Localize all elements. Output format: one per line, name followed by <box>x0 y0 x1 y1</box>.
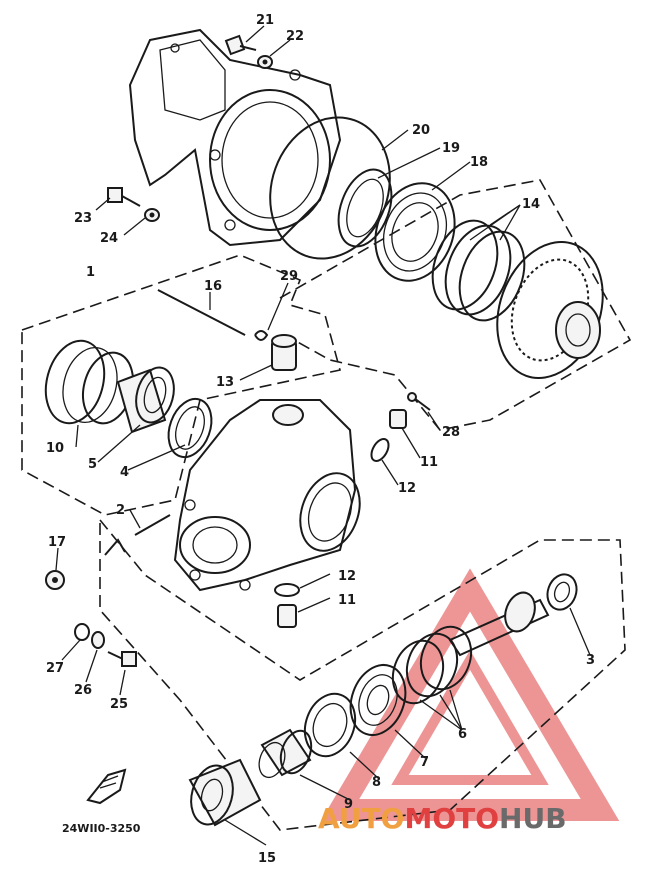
callout-23: 23 <box>74 211 92 226</box>
washer-22 <box>257 55 273 69</box>
callout-21: 21 <box>256 13 274 28</box>
cover-housing <box>128 28 342 247</box>
assembly-outline-1 <box>21 254 341 516</box>
callout-17: 17 <box>48 535 66 550</box>
callout-5: 5 <box>88 457 97 472</box>
coupling-15 <box>188 758 262 827</box>
ring-gear <box>496 241 604 379</box>
watermark-hub: HUB <box>499 802 567 835</box>
callout-12-lower: 12 <box>338 569 356 584</box>
washer-24 <box>144 208 160 222</box>
callout-3: 3 <box>586 653 595 668</box>
callout-18: 18 <box>470 155 488 170</box>
bolt-25 <box>107 651 137 667</box>
nut-17 <box>45 538 126 590</box>
callout-27: 27 <box>46 661 64 676</box>
washer-27 <box>74 623 90 641</box>
callout-8: 8 <box>372 775 381 790</box>
bearing-7 <box>349 664 407 736</box>
callout-7: 7 <box>420 755 429 770</box>
clip-29 <box>254 330 269 341</box>
shaft-16 <box>157 289 246 336</box>
callout-2: 2 <box>116 503 125 518</box>
callout-15: 15 <box>258 851 276 866</box>
bearing-3 <box>546 573 578 611</box>
bolt-23 <box>107 187 141 207</box>
callout-29: 29 <box>280 269 298 284</box>
oil-seal-19 <box>337 168 393 248</box>
plug-11-upper <box>389 409 407 429</box>
callout-10: 10 <box>46 441 64 456</box>
callout-1: 1 <box>86 265 95 280</box>
bolt-21 <box>224 34 257 56</box>
callout-4: 4 <box>120 465 129 480</box>
callout-9: 9 <box>344 797 353 812</box>
callout-26: 26 <box>74 683 92 698</box>
gasket-12-lower <box>274 583 300 597</box>
shims-6 <box>391 625 473 705</box>
bearing-18 <box>374 182 456 282</box>
oil-seal-4 <box>167 397 213 459</box>
washer-26 <box>91 631 105 649</box>
assembly-outline-14 <box>279 179 632 431</box>
diagram-code: 24WII0-3250 <box>62 822 141 835</box>
callout-11-lower: 11 <box>338 593 356 608</box>
watermark-text: AUTOMOTOHUB <box>318 802 567 835</box>
bolt-28 <box>407 392 431 411</box>
gear-case <box>173 399 361 592</box>
callouts: 21 22 20 19 18 14 23 24 1 29 16 13 10 5 … <box>46 13 595 866</box>
callout-11-upper: 11 <box>420 455 438 470</box>
callout-19: 19 <box>442 141 460 156</box>
cover-10 <box>44 339 134 425</box>
cylinder-13 <box>271 334 297 371</box>
leader-lines <box>55 25 591 846</box>
shims-14 <box>431 219 526 322</box>
plug-11-lower <box>277 604 297 628</box>
oil-seal-8 <box>303 692 357 758</box>
callout-12-upper: 12 <box>398 481 416 496</box>
collar-9 <box>258 728 313 779</box>
watermark-auto: AUTO <box>318 802 404 835</box>
watermark-moto: MOTO <box>404 802 499 835</box>
callout-24: 24 <box>100 231 118 246</box>
callout-6: 6 <box>458 727 467 742</box>
callout-13: 13 <box>216 375 234 390</box>
stud-2 <box>134 514 171 536</box>
callout-20: 20 <box>412 123 430 138</box>
callout-28: 28 <box>442 425 460 440</box>
callout-14: 14 <box>522 197 540 212</box>
gasket-12-upper <box>370 438 390 462</box>
front-arrow-icon <box>86 768 127 805</box>
callout-22: 22 <box>286 29 304 44</box>
needle-bearing-5 <box>116 366 175 434</box>
assembly-outline-pinion <box>99 517 626 831</box>
callout-25: 25 <box>110 697 128 712</box>
callout-16: 16 <box>204 279 222 294</box>
